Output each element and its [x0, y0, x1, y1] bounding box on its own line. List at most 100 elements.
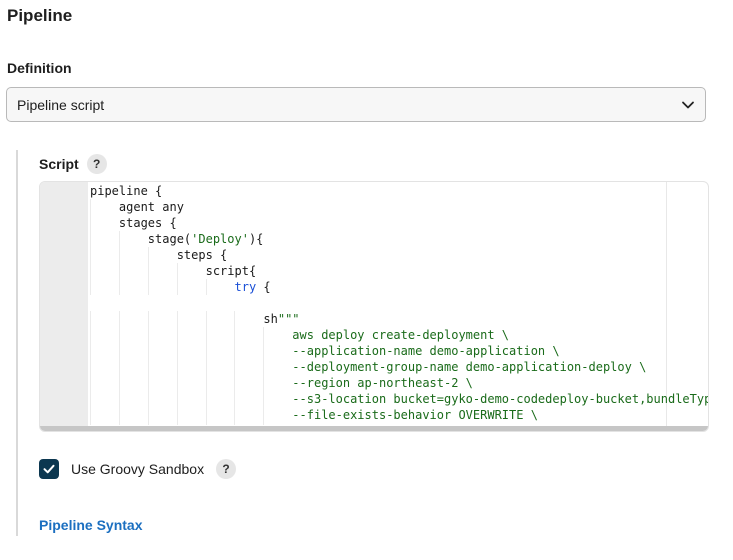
- indent-guide: [176, 423, 178, 425]
- sandbox-help-icon[interactable]: ?: [216, 459, 237, 479]
- pipeline-syntax-link[interactable]: Pipeline Syntax: [39, 517, 143, 533]
- code-text: --region ap-northeast-2 \: [90, 376, 473, 390]
- indent-guide: [147, 311, 149, 327]
- code-text: --file-exists-behavior OVERWRITE \: [90, 408, 538, 422]
- indent-guide: [90, 199, 91, 215]
- indent-guide: [205, 391, 207, 407]
- code-area[interactable]: 1▾pipeline {2 agent any3▾ stages {4▾ sta…: [90, 183, 708, 425]
- indent-guide: [90, 423, 91, 425]
- code-text: script{: [90, 264, 257, 278]
- code-line: 16 --output json > DEPLOYMENT_ID.json: [90, 423, 708, 425]
- definition-select-value: Pipeline script: [17, 96, 105, 113]
- indent-guide: [118, 423, 120, 425]
- indent-guide: [147, 279, 149, 295]
- indent-guide: [118, 247, 120, 263]
- indent-guide: [90, 263, 91, 279]
- indent-guide: [90, 327, 91, 343]
- indent-guide: [118, 231, 120, 247]
- indent-guide: [263, 327, 265, 343]
- code-line: 10 aws deploy create-deployment \: [90, 327, 708, 343]
- code-line: 6▾ script{: [90, 263, 708, 279]
- code-line: 5▾ steps {: [90, 247, 708, 263]
- indent-guide: [176, 391, 178, 407]
- indent-guide: [90, 407, 91, 423]
- indent-guide: [90, 247, 91, 263]
- indent-guide: [263, 359, 265, 375]
- indent-guide: [234, 407, 236, 423]
- script-label: Script: [39, 156, 79, 172]
- indent-guide: [234, 391, 236, 407]
- code-line: 9 sh""": [90, 311, 708, 327]
- indent-guide: [90, 279, 91, 295]
- indent-guide: [205, 359, 207, 375]
- code-text: --output json > DEPLOYMENT_ID.json: [90, 423, 538, 425]
- definition-label: Definition: [7, 60, 72, 76]
- editor-gutter: [40, 182, 88, 431]
- indent-guide: [263, 375, 265, 391]
- indent-guide: [263, 343, 265, 359]
- definition-select[interactable]: Pipeline script: [6, 87, 706, 122]
- indent-guide: [176, 407, 178, 423]
- code-text: --deployment-group-name demo-application…: [90, 360, 647, 374]
- indent-guide: [90, 311, 91, 327]
- indent-guide: [234, 359, 236, 375]
- indent-guide: [176, 343, 178, 359]
- indent-guide: [147, 391, 149, 407]
- script-editor[interactable]: 1▾pipeline {2 agent any3▾ stages {4▾ sta…: [39, 181, 709, 432]
- indent-guide: [118, 359, 120, 375]
- indent-guide: [176, 375, 178, 391]
- code-line: 12 --deployment-group-name demo-applicat…: [90, 359, 708, 375]
- code-text: stage('Deploy'){: [90, 232, 264, 246]
- indent-guide: [176, 327, 178, 343]
- code-text: stages {: [90, 216, 177, 230]
- indent-guide: [90, 215, 91, 231]
- section-title: Pipeline: [7, 6, 73, 25]
- indent-guide: [205, 375, 207, 391]
- indent-guide: [176, 359, 178, 375]
- indent-guide: [205, 279, 207, 295]
- code-line: 1▾pipeline {: [90, 183, 708, 199]
- indent-guide: [90, 231, 91, 247]
- indent-guide: [147, 343, 149, 359]
- indent-guide: [147, 263, 149, 279]
- indent-guide: [147, 327, 149, 343]
- chevron-down-icon: [682, 101, 694, 109]
- indent-guide: [263, 407, 265, 423]
- sandbox-row: Use Groovy Sandbox ?: [39, 459, 237, 479]
- code-line: 3▾ stages {: [90, 215, 708, 231]
- indent-guide: [118, 391, 120, 407]
- indent-guide: [176, 311, 178, 327]
- indent-guide: [118, 375, 120, 391]
- indent-guide: [147, 375, 149, 391]
- indent-guide: [234, 327, 236, 343]
- code-line: 14 --s3-location bucket=gyko-demo-codede…: [90, 391, 708, 407]
- indent-guide: [147, 359, 149, 375]
- code-text: sh""": [90, 312, 300, 326]
- indent-guide: [90, 359, 91, 375]
- indent-guide: [118, 263, 120, 279]
- indent-guide: [147, 247, 149, 263]
- code-line: 8: [90, 295, 708, 311]
- code-text: pipeline {: [90, 184, 163, 198]
- indent-guide: [118, 327, 120, 343]
- sandbox-label[interactable]: Use Groovy Sandbox: [71, 461, 205, 477]
- code-line: 11 --application-name demo-application \: [90, 343, 708, 359]
- indent-guide: [118, 343, 120, 359]
- script-label-row: Script ?: [39, 154, 107, 174]
- section-divider: [16, 150, 18, 536]
- indent-guide: [234, 343, 236, 359]
- code-line: 15 --file-exists-behavior OVERWRITE \: [90, 407, 708, 423]
- script-help-icon[interactable]: ?: [86, 154, 107, 174]
- code-text: --s3-location bucket=gyko-demo-codedeplo…: [90, 392, 708, 406]
- indent-guide: [90, 391, 91, 407]
- horizontal-scrollbar[interactable]: [40, 426, 708, 431]
- print-margin: [666, 182, 667, 431]
- indent-guide: [234, 311, 236, 327]
- indent-guide: [147, 423, 149, 425]
- indent-guide: [205, 343, 207, 359]
- sandbox-checkbox[interactable]: [39, 459, 59, 479]
- indent-guide: [118, 279, 120, 295]
- indent-guide: [234, 375, 236, 391]
- indent-guide: [263, 423, 265, 425]
- code-text: aws deploy create-deployment \: [90, 328, 510, 342]
